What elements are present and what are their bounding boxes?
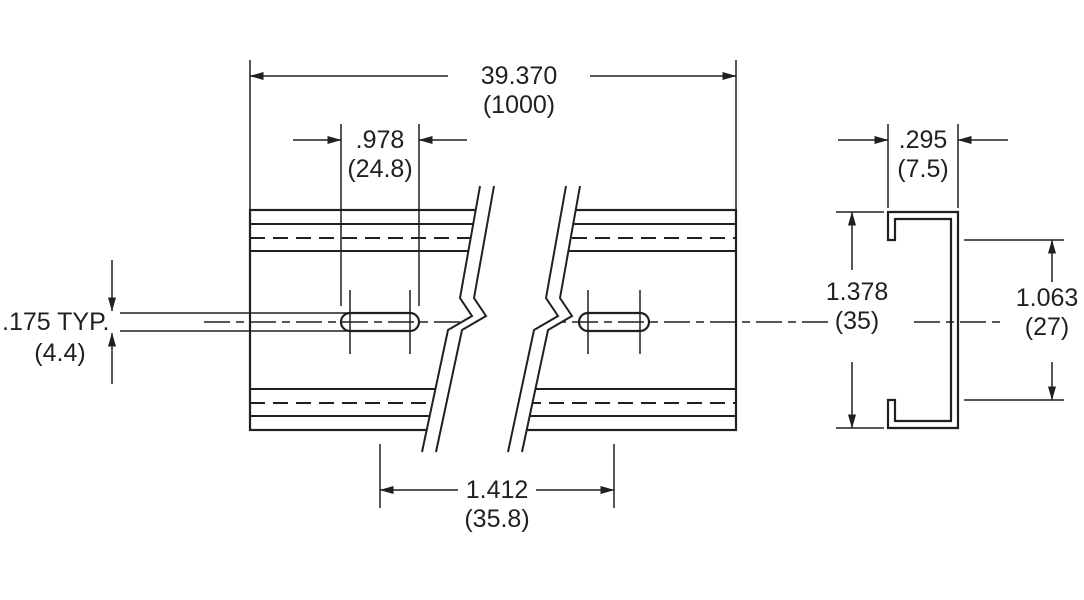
dim-slot-height-mm: (4.4) <box>34 339 85 367</box>
dim-slot-height-in: .175 TYP. <box>2 308 110 336</box>
side-view <box>886 210 1006 430</box>
dim-slot-spacing: 1.412 (35.8) <box>379 444 615 533</box>
dim-inner-height-in: 1.063 <box>1016 284 1079 312</box>
dim-inner-height-mm: (27) <box>1025 313 1069 341</box>
break-line-2 <box>435 185 495 453</box>
slot-left <box>339 311 421 333</box>
break-line-4 <box>521 185 581 453</box>
break-mask <box>422 186 580 452</box>
dim-profile-depth-in: .295 <box>899 126 948 154</box>
dim-slot-length-in: .978 <box>356 126 405 154</box>
dim-slot-length: .978 (24.8) <box>293 124 467 306</box>
dim-slot-spacing-mm: (35.8) <box>464 505 529 533</box>
break-line-3 <box>507 185 567 453</box>
dim-overall-length: 39.370 (1000) <box>249 60 737 210</box>
dim-overall-height-mm: (35) <box>835 307 879 335</box>
dim-inner-height: 1.063 (27) <box>964 239 1079 401</box>
dim-overall-length-in: 39.370 <box>481 62 557 90</box>
slot-right <box>577 311 651 333</box>
dim-slot-height: .175 TYP. (4.4) <box>2 260 352 384</box>
dim-overall-length-mm: (1000) <box>483 91 555 119</box>
dim-overall-height: 1.378 (35) <box>826 211 889 429</box>
dim-profile-depth-mm: (7.5) <box>897 155 948 183</box>
dim-profile-depth: .295 (7.5) <box>838 124 1008 208</box>
dim-overall-height-in: 1.378 <box>826 278 889 306</box>
profile-outline <box>886 210 960 430</box>
break-line-1 <box>421 185 481 453</box>
break-region <box>421 185 581 453</box>
dim-slot-spacing-in: 1.412 <box>466 476 529 504</box>
dim-slot-length-mm: (24.8) <box>347 155 412 183</box>
